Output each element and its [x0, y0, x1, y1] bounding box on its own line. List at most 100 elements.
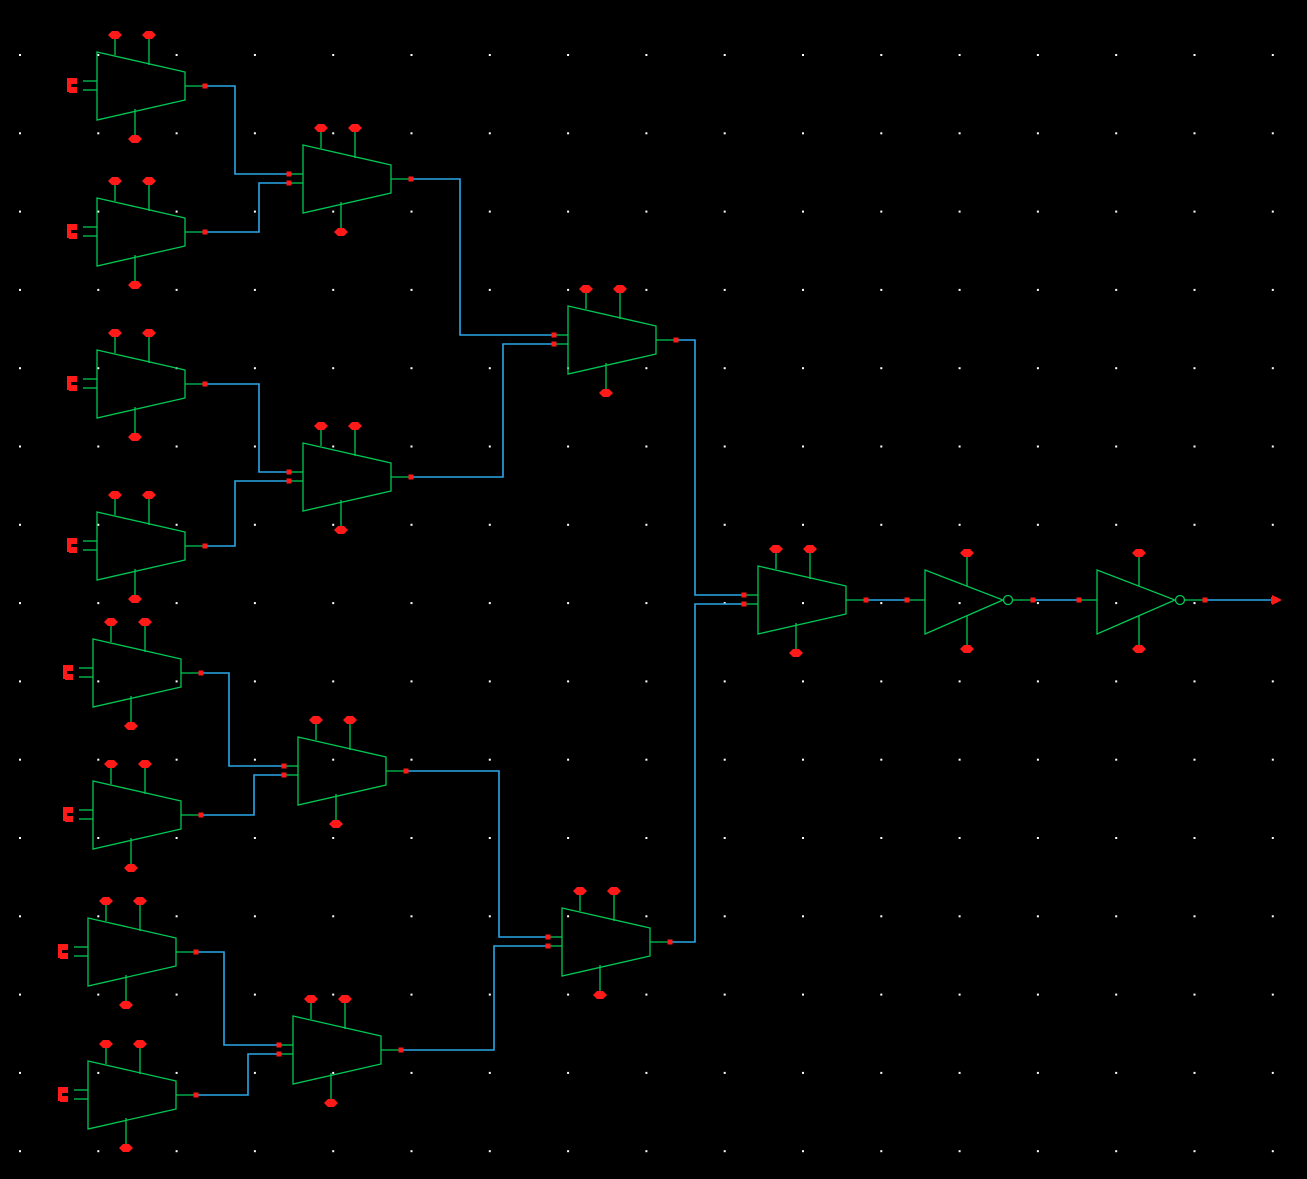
- grid-dot: [1193, 132, 1196, 135]
- grid-dot: [880, 758, 883, 761]
- grid-dot: [1036, 132, 1039, 135]
- inverter[interactable]: [1096, 569, 1186, 635]
- grid-dot: [880, 1071, 883, 1074]
- inverter-output-dot: [1202, 597, 1208, 603]
- mux-body: [96, 197, 186, 267]
- grid-dot: [1036, 680, 1039, 683]
- wire-layer: [196, 85, 1275, 1096]
- mux-2to1[interactable]: [757, 565, 847, 635]
- mux-2to1[interactable]: [92, 638, 182, 708]
- mux-2to1[interactable]: [567, 305, 657, 375]
- grid-dot: [410, 758, 413, 761]
- inverter[interactable]: [924, 569, 1014, 635]
- enable-pin-terminal: [128, 135, 142, 143]
- mux-2to1[interactable]: [87, 917, 177, 987]
- grid-dot: [1036, 837, 1039, 839]
- grid-dot: [19, 915, 21, 918]
- grid-dot: [19, 523, 21, 526]
- grid-dot: [723, 54, 726, 56]
- mux-2to1[interactable]: [561, 907, 651, 977]
- inverter-body: [924, 569, 1005, 635]
- grid-dot: [410, 210, 413, 213]
- data-input-terminal: [58, 1087, 62, 1101]
- grid-dot: [645, 915, 648, 918]
- grid-dot: [410, 132, 413, 135]
- mux-2to1[interactable]: [87, 1060, 177, 1130]
- mux-2to1[interactable]: [292, 1015, 382, 1085]
- data-input-dot: [551, 341, 557, 347]
- output-pin-dot: [667, 939, 673, 945]
- grid-dot: [1036, 54, 1039, 56]
- data-input-terminal: [60, 944, 68, 950]
- grid-dot: [488, 758, 491, 761]
- grid-dot: [567, 210, 570, 213]
- grid-dot: [645, 993, 648, 996]
- select-pin-terminal: [613, 285, 627, 293]
- grid-dot: [1036, 210, 1039, 213]
- grid-dot: [97, 288, 100, 291]
- wire-net: [676, 339, 744, 596]
- grid-dot: [1193, 993, 1196, 996]
- grid-dot: [1115, 132, 1118, 135]
- mux-2to1[interactable]: [96, 349, 186, 419]
- grid-dot: [175, 837, 178, 839]
- grid-dot: [958, 54, 961, 56]
- grid-dot: [97, 54, 100, 56]
- grid-dot: [958, 523, 961, 526]
- grid-dot: [253, 602, 256, 605]
- data-input-terminal: [69, 376, 77, 382]
- output-pin-dot: [198, 812, 204, 818]
- grid-dot: [97, 132, 100, 135]
- grid-dot: [802, 288, 804, 291]
- grid-dot: [1115, 367, 1118, 370]
- grid-dot: [723, 1071, 726, 1074]
- grid-dot: [802, 132, 804, 135]
- grid-dot: [97, 758, 100, 761]
- enable-pin-terminal: [329, 820, 343, 828]
- select-pin-terminal: [138, 618, 152, 626]
- mux-2to1[interactable]: [302, 144, 392, 214]
- grid-dot: [958, 758, 961, 761]
- mux-2to1[interactable]: [92, 780, 182, 850]
- grid-dot: [19, 54, 21, 56]
- grid-dot: [880, 680, 883, 683]
- grid-dot: [645, 680, 648, 683]
- mux-body: [302, 442, 392, 512]
- select-pin-terminal: [769, 545, 783, 553]
- mux-2to1[interactable]: [96, 197, 186, 267]
- grid-dot: [332, 445, 335, 448]
- grid-dot: [723, 445, 726, 448]
- grid-dot: [19, 1071, 21, 1074]
- mux-2to1[interactable]: [96, 51, 186, 121]
- ground-pin-terminal: [1132, 645, 1146, 653]
- mux-2to1[interactable]: [297, 736, 387, 806]
- select-pin-terminal: [343, 716, 357, 724]
- mux-2to1[interactable]: [96, 511, 186, 581]
- grid-dot: [175, 132, 178, 135]
- grid-dot: [645, 132, 648, 135]
- select-pin-terminal: [607, 887, 621, 895]
- enable-pin-terminal: [119, 1144, 133, 1152]
- mux-body: [302, 144, 392, 214]
- grid-dot: [1115, 993, 1118, 996]
- data-input-dot: [545, 934, 551, 940]
- grid-dot: [332, 915, 335, 918]
- wire-net: [411, 178, 554, 336]
- grid-dot: [1115, 288, 1118, 291]
- output-port-terminal: [1271, 597, 1277, 603]
- grid-dot: [802, 837, 804, 839]
- grid-dot: [175, 523, 178, 526]
- grid-dot: [1115, 54, 1118, 56]
- mux-2to1[interactable]: [302, 442, 392, 512]
- grid-dot: [488, 54, 491, 56]
- grid-dot: [19, 993, 21, 996]
- enable-pin-terminal: [119, 1001, 133, 1009]
- grid-dot: [1193, 758, 1196, 761]
- grid-dot: [723, 758, 726, 761]
- grid-dot: [723, 1150, 726, 1153]
- grid-dot: [1271, 523, 1274, 526]
- grid-dot: [723, 837, 726, 839]
- grid-dot: [175, 758, 178, 761]
- grid-dot: [253, 210, 256, 213]
